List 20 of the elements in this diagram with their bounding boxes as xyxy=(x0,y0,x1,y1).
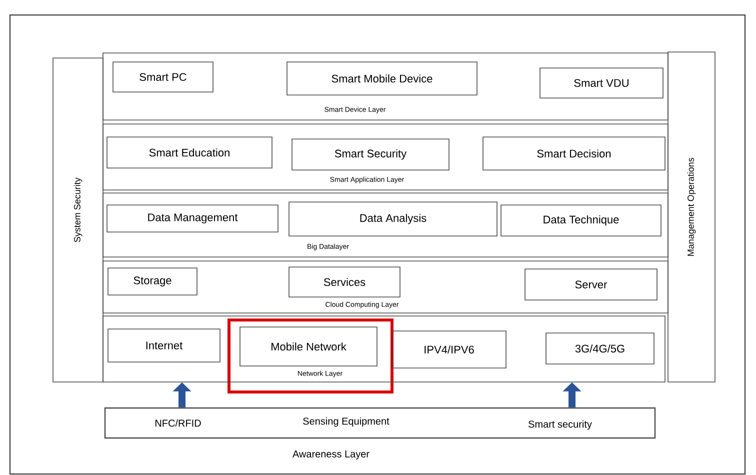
component-box: IPV4/IPV6 xyxy=(392,330,506,368)
component-box: Mobile Network xyxy=(240,326,378,366)
component-box: Smart PC xyxy=(112,62,214,92)
node-label: Awareness Layer xyxy=(292,450,370,460)
component-box: Smart Mobile Device xyxy=(286,62,478,96)
side-band: System Security xyxy=(52,58,104,382)
component-box: Data Management xyxy=(106,204,278,232)
component-box: Storage xyxy=(108,268,198,296)
component-box: Data Analysis xyxy=(288,202,498,236)
component-box: Services xyxy=(288,266,400,298)
component-box: Internet xyxy=(108,328,220,362)
component-box: Data Technique xyxy=(500,204,662,236)
component-box: Smart Education xyxy=(106,136,272,168)
side-band: Management Operations xyxy=(668,52,716,382)
component-box: Smart Decision xyxy=(482,136,666,170)
component-box: Smart VDU xyxy=(540,68,664,98)
component-box: 3G/4G/5G xyxy=(546,332,654,364)
component-box: Server xyxy=(524,268,658,300)
component-box: Smart Security xyxy=(292,138,450,170)
layer-box: NFC/RFID Sensing Equipment Smart security Awareness Layer xyxy=(104,407,656,460)
